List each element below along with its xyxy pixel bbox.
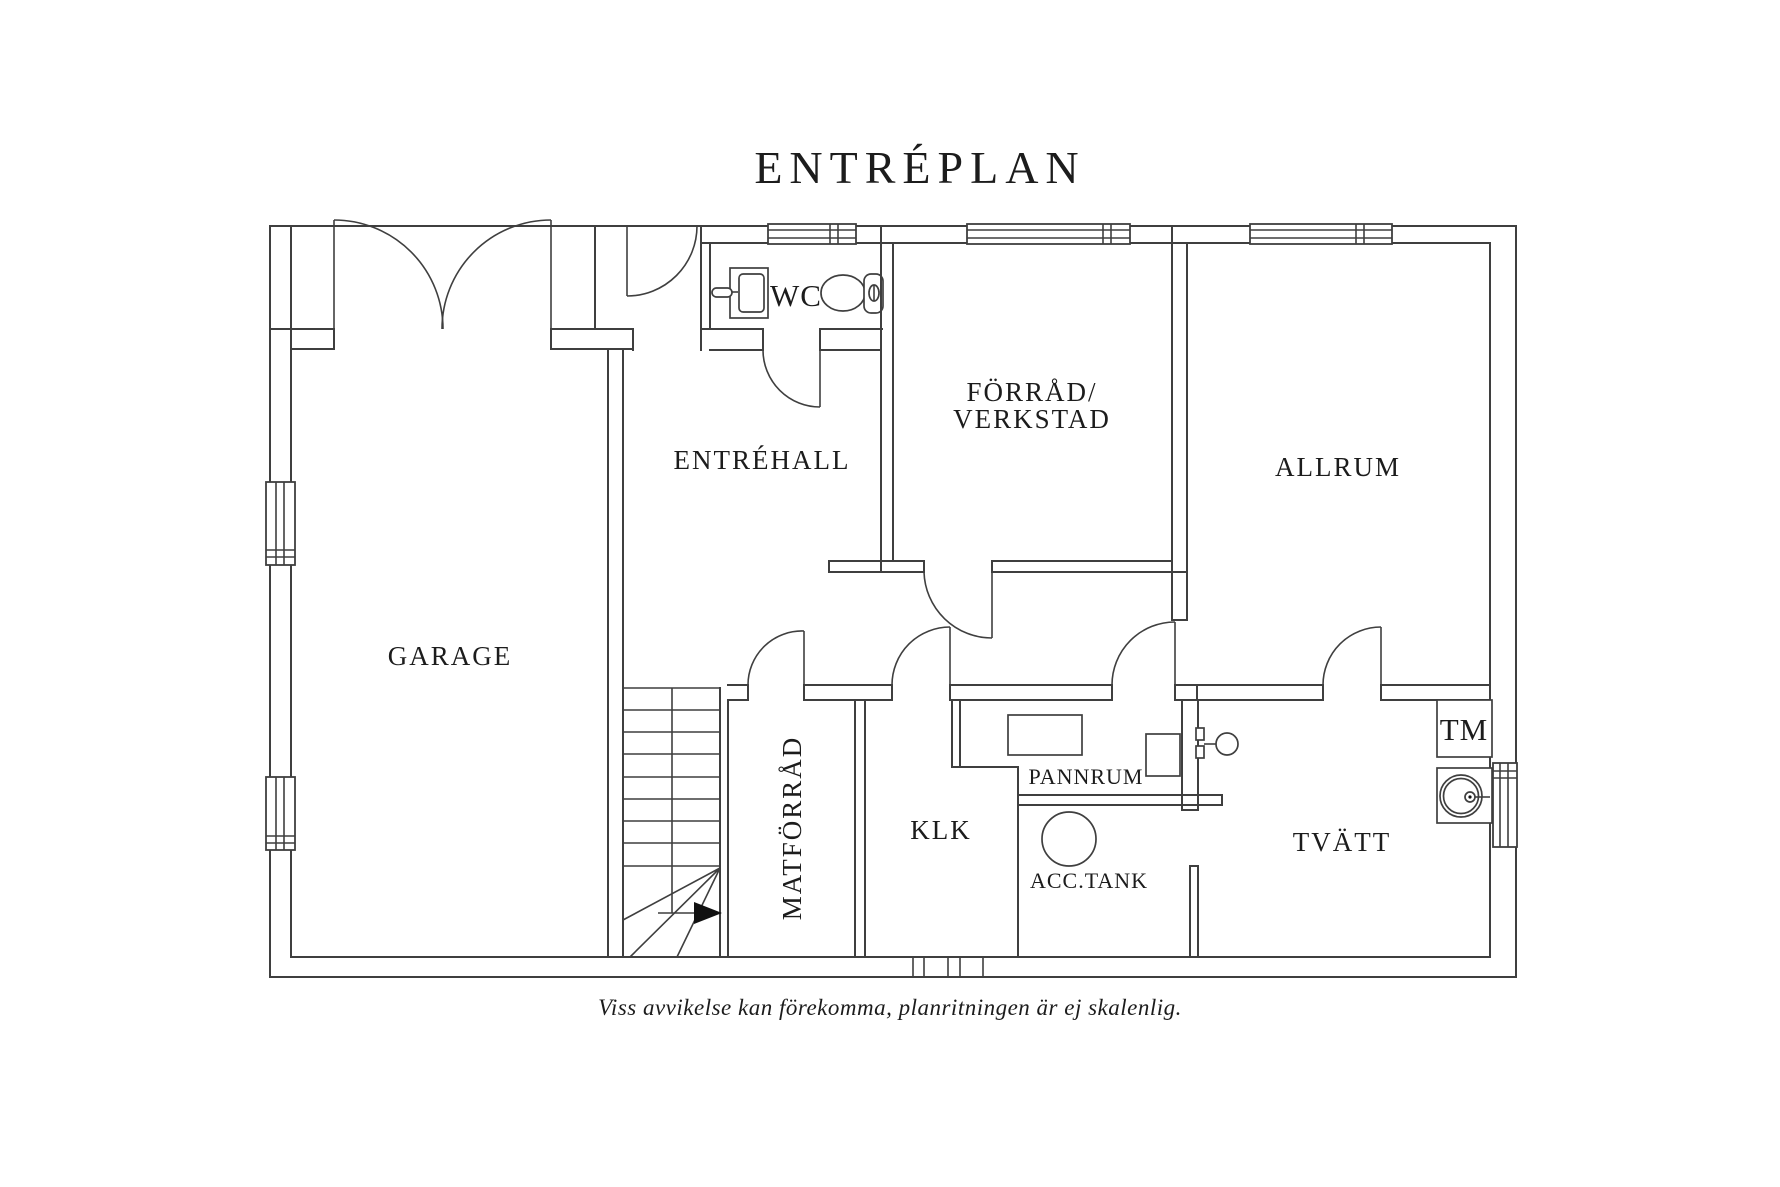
label-acctank: ACC.TANK: [1030, 868, 1148, 893]
wc-toilet: [820, 273, 884, 314]
forrad-door: [923, 571, 993, 639]
wc-walls: [700, 225, 883, 351]
window-top-forrad: [966, 223, 1131, 245]
window-top-allrum: [1249, 223, 1393, 245]
label-klk: KLK: [910, 815, 972, 845]
window-right-tvatt: [1492, 762, 1518, 848]
pannrum-door: [1111, 621, 1176, 686]
pannrum-equipment: [1007, 714, 1239, 777]
matforrad-door: [747, 630, 805, 686]
bottom-wall-ticks: [912, 957, 984, 977]
tvatt-door: [1322, 626, 1382, 686]
label-garage: GARAGE: [388, 641, 513, 671]
label-forrad-line2: VERKSTAD: [953, 404, 1111, 434]
klk-door: [891, 626, 951, 686]
wc-door: [762, 349, 821, 408]
label-tvatt: TVÄTT: [1293, 827, 1391, 857]
garage-hall-wall: [607, 349, 624, 958]
wc-sink: [711, 267, 769, 319]
garage-door: [333, 219, 552, 330]
stair-direction-arrow: [694, 902, 722, 924]
forrad-walls: [828, 225, 1188, 573]
klk-walls: [951, 699, 1019, 958]
label-matforrad: MATFÖRRÅD: [777, 736, 807, 921]
label-entrehall: ENTRÉHALL: [674, 445, 851, 475]
matforrad-walls: [727, 699, 866, 958]
entrance-door: [626, 225, 698, 297]
corridor-wall: [727, 684, 1491, 701]
garage-wall: [269, 225, 634, 351]
acc-tank-circle: [1041, 811, 1097, 867]
allrum-wall: [1171, 225, 1188, 621]
label-wc: WC: [770, 278, 822, 313]
label-allrum: ALLRUM: [1275, 452, 1401, 482]
laundry-sink: [1436, 767, 1493, 824]
tm-box: [1436, 699, 1493, 758]
window-top-wc: [767, 223, 857, 245]
label-forrad-line1: FÖRRÅD/: [966, 377, 1097, 407]
window-left-lower: [265, 776, 296, 851]
label-pannrum: PANNRUM: [1028, 764, 1143, 789]
disclaimer-caption: Viss avvikelse kan förekomma, planritnin…: [598, 995, 1182, 1020]
pannrum-walls: [1017, 699, 1223, 958]
label-tm: TM: [1440, 712, 1489, 747]
staircase: [622, 687, 722, 958]
window-left-upper: [265, 481, 296, 566]
page-title: ENTRÉPLAN: [754, 142, 1085, 193]
